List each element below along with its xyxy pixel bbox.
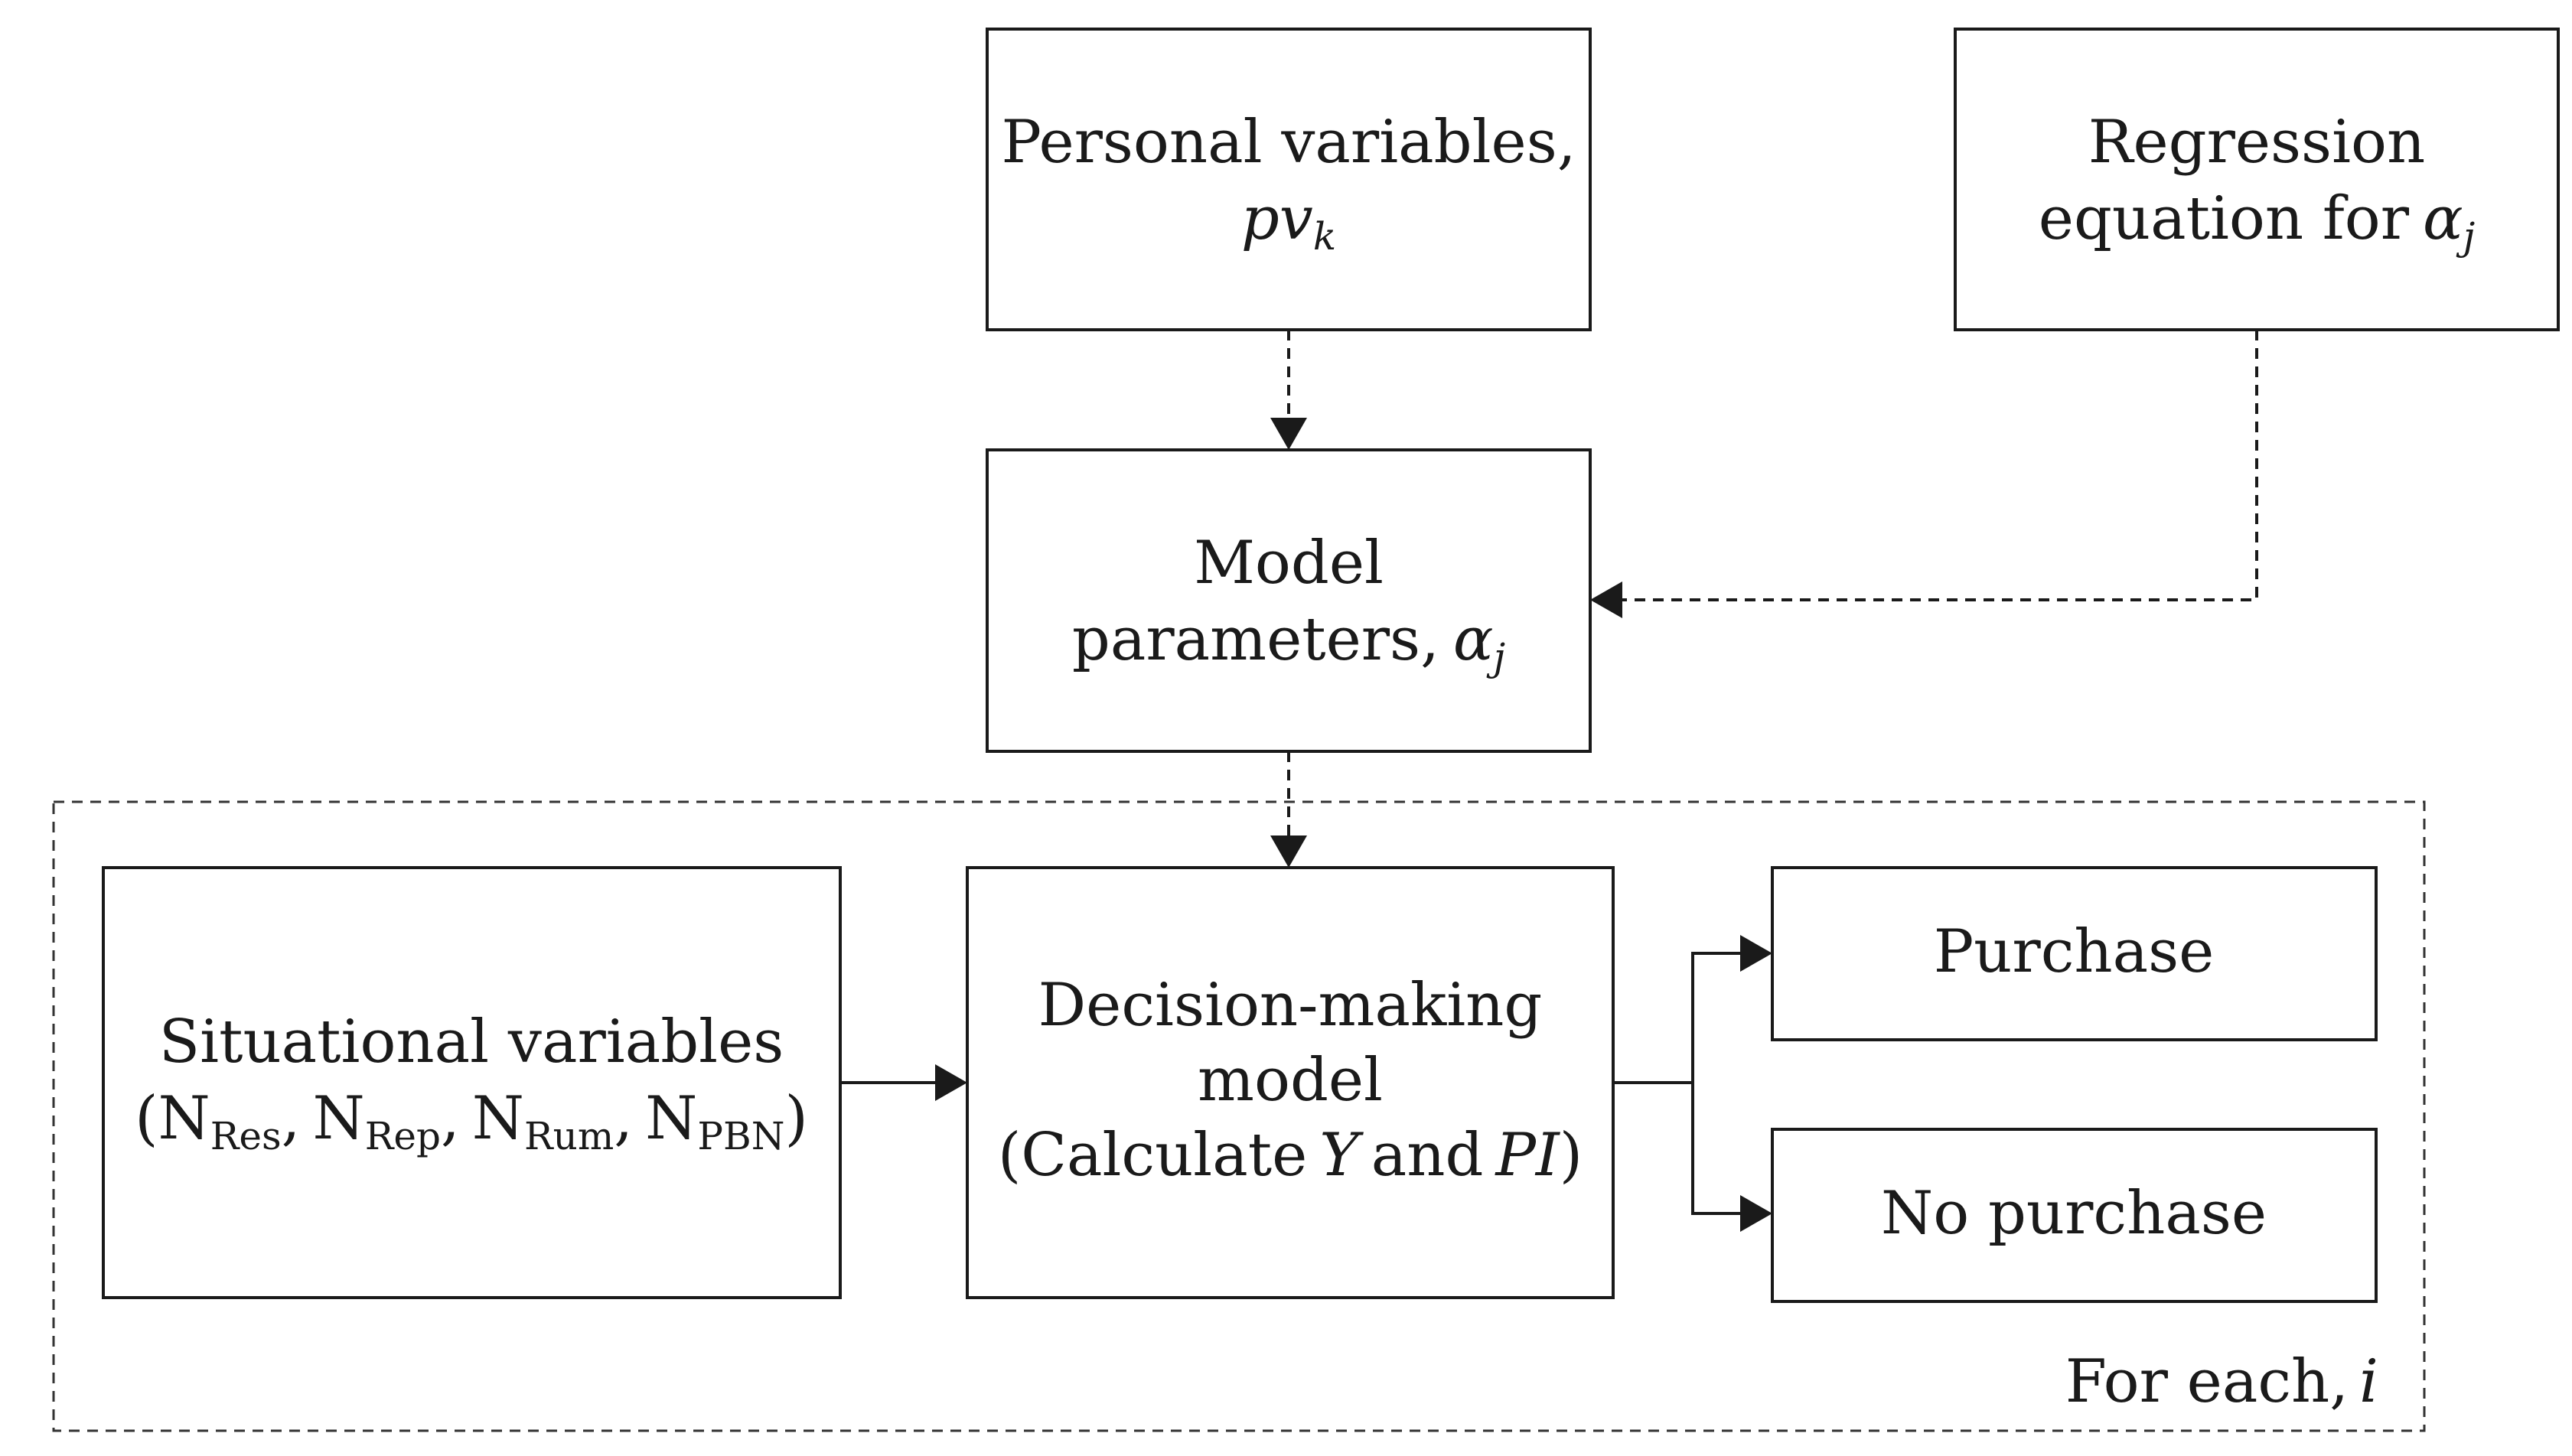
decision-model-title: Decision-making (1038, 971, 1543, 1040)
model-parameters-label: parameters,αj (1072, 605, 1505, 679)
decision-model-subtitle: model (1198, 1046, 1383, 1115)
arrowhead-params-to-decision (1270, 835, 1307, 868)
regression-label: Regression (2088, 108, 2425, 177)
arrowhead-personal-to-params (1270, 418, 1307, 450)
situational-variables-label: Situational variables (159, 1008, 784, 1077)
purchase-label: Purchase (1934, 917, 2215, 986)
situational-variables-box: Situational variables (NRes,NRep,NRum,NP… (102, 866, 842, 1299)
arrowhead-decision-to-no-purchase (1740, 1195, 1772, 1232)
model-parameters-box: Model parameters,αj (986, 448, 1592, 753)
arrowhead-decision-to-purchase (1740, 935, 1772, 972)
arrowhead-regression-to-params (1590, 581, 1622, 618)
purchase-box: Purchase (1771, 866, 2378, 1041)
arrow-decision-to-no-purchase (1691, 1083, 1740, 1215)
no-purchase-label: No purchase (1881, 1179, 2267, 1248)
personal-variables-symbol: pvk (1241, 184, 1336, 259)
arrow-regression-to-params (1622, 330, 2258, 601)
personal-variables-label: Personal variables, (1001, 108, 1576, 177)
model-parameters-title: Model (1194, 529, 1384, 598)
no-purchase-box: No purchase (1771, 1128, 2378, 1303)
situational-variables-list: (NRes,NRep,NRum,NPBN) (135, 1084, 808, 1158)
loop-label: For each,i (2065, 1347, 2378, 1416)
loop-frame (52, 800, 2426, 1432)
arrow-decision-to-purchase (1613, 952, 1740, 1084)
personal-variables-box: Personal variables, pvk (986, 28, 1592, 331)
arrowhead-situational-to-decision (935, 1064, 967, 1101)
